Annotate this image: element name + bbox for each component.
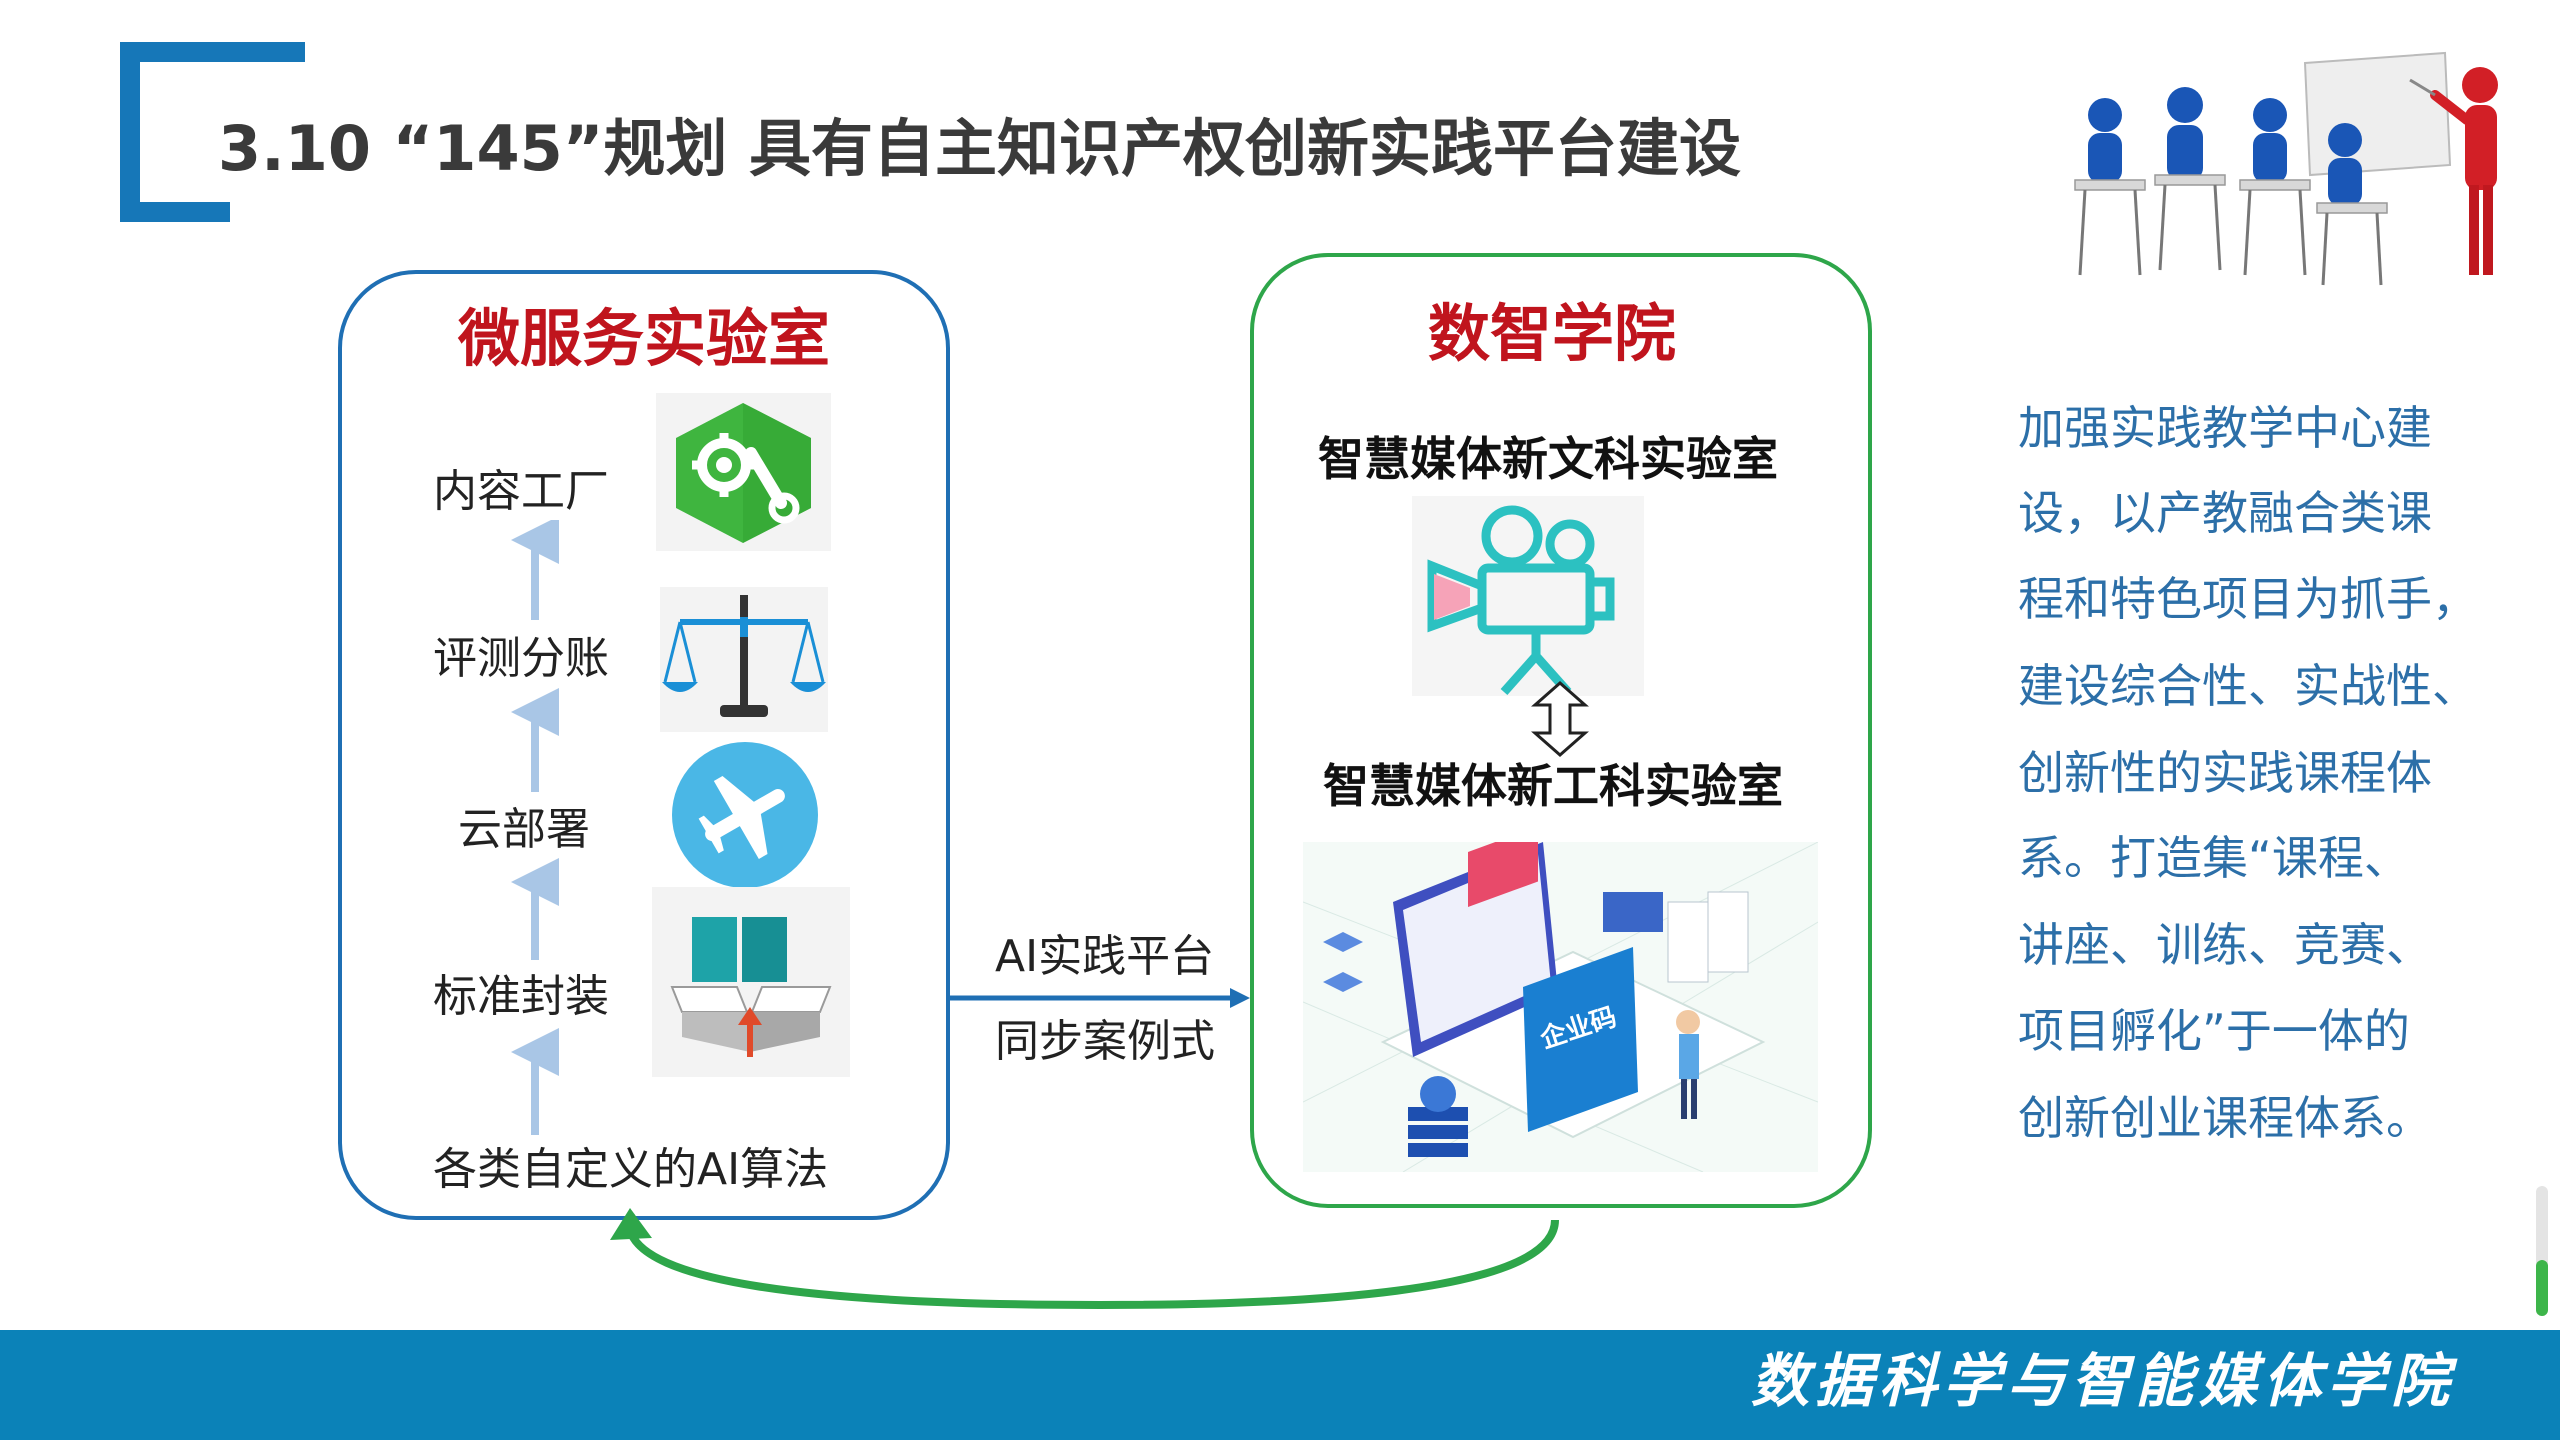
digital-intelligence-college-panel [1250, 253, 1872, 1208]
step-content-factory: 内容工厂 [433, 466, 609, 517]
double-arrow-icon [1531, 681, 1589, 757]
connector-label-ai-platform: AI实践平台 [995, 931, 1215, 982]
microservice-lab-panel [338, 270, 950, 1220]
side-text-line: 创新性的实践课程体 [2018, 746, 2432, 800]
side-text-line: 设，以产教融合类课 [2018, 486, 2432, 540]
page-title: 3.10 “145”规划 具有自主知识产权创新实践平台建设 [218, 112, 1742, 185]
side-text-line: 系。打造集“课程、 [2018, 831, 2410, 885]
balance-scale-icon [660, 587, 828, 732]
step-standard-package: 标准封装 [433, 971, 609, 1022]
step-flow-arrows [511, 520, 559, 1135]
footer-org-name: 数据科学与智能媒体学院 [1750, 1347, 2455, 1415]
airplane-icon [672, 742, 818, 888]
step-evaluation-billing: 评测分账 [433, 633, 609, 684]
lab-new-engineering: 智慧媒体新工科实验室 [1323, 759, 1783, 813]
scrollbar-thumb[interactable] [2536, 1260, 2548, 1316]
side-text-line: 项目孵化”于一体的 [2018, 1004, 2410, 1058]
lab-new-liberal-arts: 智慧媒体新文科实验室 [1318, 432, 1778, 486]
return-arrow [610, 1208, 1559, 1310]
side-text-line: 加强实践教学中心建 [2018, 401, 2432, 455]
footer-bar [0, 1330, 2560, 1440]
header-bracket-cap [120, 42, 305, 62]
side-text-line: 建设综合性、实战性、 [2018, 659, 2478, 713]
side-text-line: 讲座、训练、竞赛、 [2018, 918, 2432, 972]
teacher-classroom-illustration [2055, 45, 2525, 305]
side-text-line: 程和特色项目为抓手， [2018, 572, 2478, 626]
open-box-icon [652, 887, 850, 1077]
connector-arrow-right [950, 988, 1250, 1008]
connector-label-case-sync: 同步案例式 [995, 1016, 1215, 1067]
step-cloud-deploy: 云部署 [458, 804, 590, 855]
movie-camera-icon [1412, 496, 1644, 696]
isometric-platform-illustration: 企业码 [1303, 842, 1818, 1172]
header-bracket [120, 42, 230, 222]
side-text-line: 创新创业课程体系。 [2018, 1091, 2432, 1145]
digital-college-title: 数智学院 [1428, 297, 1677, 370]
gear-wrench-icon [656, 393, 831, 551]
step-custom-ai-algorithms: 各类自定义的AI算法 [433, 1144, 829, 1195]
microservice-lab-title: 微服务实验室 [458, 302, 831, 375]
